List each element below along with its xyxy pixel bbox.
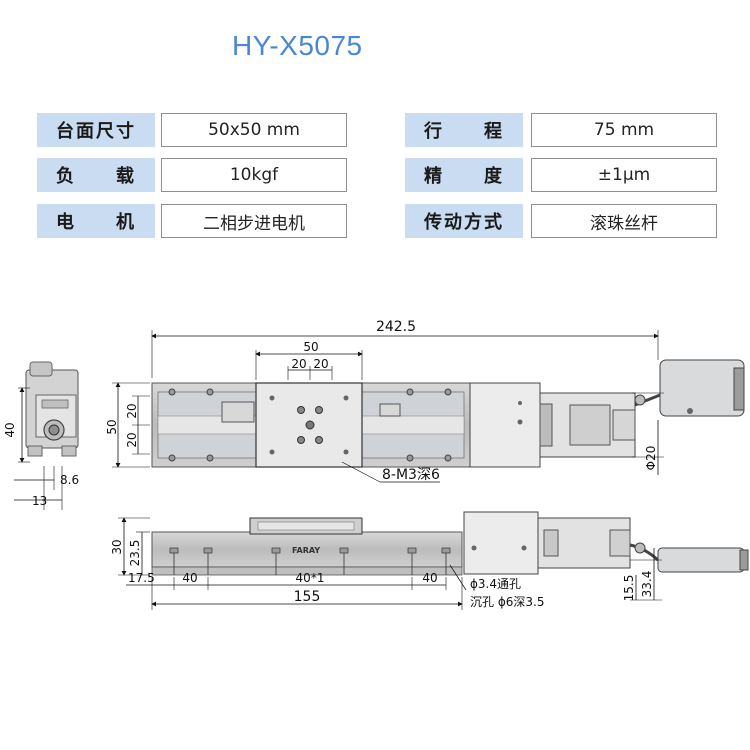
- dim-end-8-6: 8.6: [60, 473, 79, 487]
- dim-left-50: 50: [105, 419, 119, 434]
- dim-base-155: 155: [294, 589, 321, 605]
- spec-value-drive: 滚珠丝杆: [531, 204, 717, 238]
- spec-value-table-size: 50x50 mm: [161, 113, 347, 147]
- counterbore-note: 沉孔 ϕ6深3.5: [470, 595, 544, 609]
- dim-left-20a: 20: [125, 403, 139, 418]
- dim-end-height: 40: [3, 422, 17, 437]
- spec-value-stroke: 75 mm: [531, 113, 717, 147]
- product-title: HY-X5075: [232, 30, 363, 61]
- brand-label: FARAY: [292, 546, 320, 555]
- spec-label-drive: 传动方式: [405, 204, 523, 238]
- dim-base-40-left: 40: [182, 571, 197, 585]
- dim-table-width: 50: [303, 340, 318, 354]
- spec-label-stroke: 行 程: [405, 113, 523, 147]
- spec-label-table-size: 台面尺寸: [37, 113, 155, 147]
- thread-note: 8-M3深6: [382, 467, 440, 483]
- dim-left-20b: 20: [125, 432, 139, 447]
- end-view: 40 8.6 13: [3, 361, 79, 510]
- top-view: 242.5 50 20 20 50 20 20 8-M3深6 Φ20: [105, 319, 745, 483]
- dim-side-23-5: 23.5: [128, 540, 142, 567]
- side-view: FARAY: [110, 511, 749, 610]
- dim-side-30: 30: [110, 539, 124, 554]
- dim-base-40-pitch: 40*1: [296, 571, 325, 585]
- dim-end-13: 13: [32, 494, 47, 508]
- dim-right-15-5: 15.5: [622, 575, 636, 602]
- spec-value-load: 10kgf: [161, 158, 347, 192]
- dim-table-hole-20b: 20: [313, 357, 328, 371]
- spec-label-accuracy: 精 度: [405, 158, 523, 192]
- spec-label-motor: 电 机: [37, 204, 155, 238]
- hole-note: ϕ3.4通孔: [470, 577, 521, 591]
- dim-table-hole-20a: 20: [291, 357, 306, 371]
- spec-label-load: 负 载: [37, 158, 155, 192]
- dim-base-40-right: 40: [422, 571, 437, 585]
- dim-base-17-5: 17.5: [128, 571, 155, 585]
- dim-right-33-4: 33.4: [640, 571, 654, 598]
- dim-overall-length: 242.5: [376, 319, 416, 335]
- dim-motor-diameter: Φ20: [644, 446, 658, 471]
- spec-table: 台面尺寸 50x50 mm 行 程 75 mm 负 载 10kgf 精 度 ±1…: [37, 113, 717, 240]
- spec-value-motor: 二相步进电机: [161, 204, 347, 238]
- spec-value-accuracy: ±1μm: [531, 158, 717, 192]
